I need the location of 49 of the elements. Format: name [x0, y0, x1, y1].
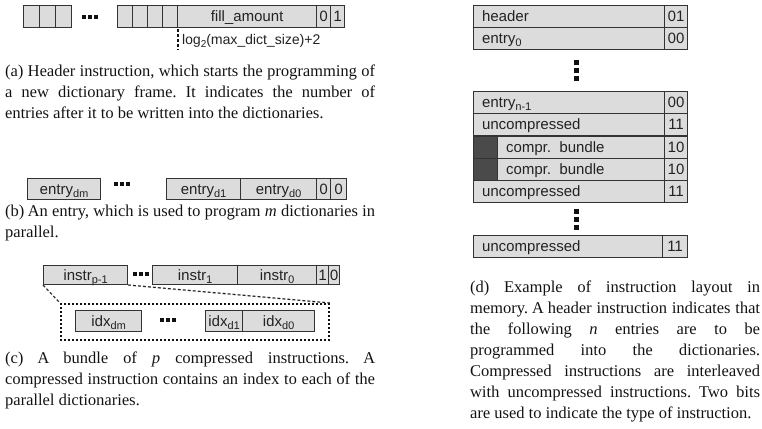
- bit-field-cell: compr. bundle: [497, 158, 665, 181]
- bit-field-cell: 01: [664, 5, 688, 28]
- bit-field-cell: uncompressed: [473, 235, 663, 258]
- bit-field-cell: header: [473, 5, 665, 28]
- bit-field-cell: instr$_{1}$: [152, 265, 238, 285]
- bit-field-cell: 11: [664, 180, 688, 203]
- bit-field-cell: [55, 5, 72, 28]
- marker-cell: [473, 158, 498, 181]
- bit-field-cell: entry$_{dm}$: [27, 178, 101, 200]
- bit-field-cell: 11: [662, 235, 688, 258]
- bit-field-cell: [117, 5, 133, 28]
- bit-field-cell: 11: [664, 113, 688, 136]
- bit-field-cell: entry$_{d1}$: [166, 178, 241, 200]
- bit-field-cell: 10: [664, 158, 688, 181]
- bit-field-cell: entry$_{0}$: [473, 27, 665, 50]
- bit-field-cell: [23, 5, 40, 28]
- bit-field-cell: idx$_{d1}$: [205, 310, 243, 332]
- bit-width-label: log$_{2}$(max_dict_size)+2: [182, 31, 320, 47]
- bit-field-cell: 0: [316, 5, 331, 28]
- bundle-expansion-box: [60, 303, 330, 341]
- bit-field-cell: [132, 5, 148, 28]
- bit-field-cell: 0: [330, 178, 347, 200]
- figure-caption: (b) An entry, which is used to program m dictionaries in parallel.: [5, 200, 375, 242]
- figure-caption: (c) A bundle of p compressed instructions. A compressed instruction contains an index to each of the parallel dictionaries.: [5, 347, 375, 410]
- bit-field-cell: uncompressed: [473, 180, 665, 203]
- bit-field-cell: entry$_{n-1}$: [473, 91, 665, 114]
- bit-field-cell: 1: [330, 5, 345, 28]
- dashed-connector: [42, 284, 60, 304]
- bit-field-cell: 00: [664, 91, 688, 114]
- bit-field-cell: instr$_{p-1}$: [43, 265, 128, 285]
- figure-caption: (d) Example of instruction layout in memory. A header instruction indicates that the following n entries are to be programmed into the dictionaries. Compressed instructions are interleaved with uncompressed instructions. Two bits are used to indicate the type of instruction.: [470, 276, 760, 423]
- bit-field-cell: 0: [328, 265, 340, 285]
- bit-field-cell: 00: [664, 27, 688, 50]
- bit-field-cell: 10: [664, 136, 688, 159]
- bit-field-cell: idx$_{dm}$: [75, 310, 142, 332]
- bit-field-cell: [162, 5, 178, 28]
- bit-field-cell: compr. bundle: [497, 136, 665, 159]
- bit-field-cell: entry$_{d0}$: [240, 178, 317, 200]
- bit-field-cell: [147, 5, 163, 28]
- bit-field-cell: fill_amount: [177, 5, 317, 28]
- bit-field-cell: idx$_{d0}$: [242, 310, 315, 332]
- marker-cell: [473, 136, 498, 159]
- bit-field-cell: uncompressed: [473, 113, 665, 136]
- bit-field-cell: 1: [316, 265, 329, 285]
- figure-caption: (a) Header instruction, which starts the programming of a new dictionary frame. It indicates the number of entries after it to be written into the dictionaries.: [5, 60, 375, 123]
- bit-field-cell: instr$_{0}$: [237, 265, 317, 285]
- bit-field-cell: 0: [316, 178, 331, 200]
- bit-field-cell: [39, 5, 56, 28]
- dashed-connector: [128, 284, 330, 304]
